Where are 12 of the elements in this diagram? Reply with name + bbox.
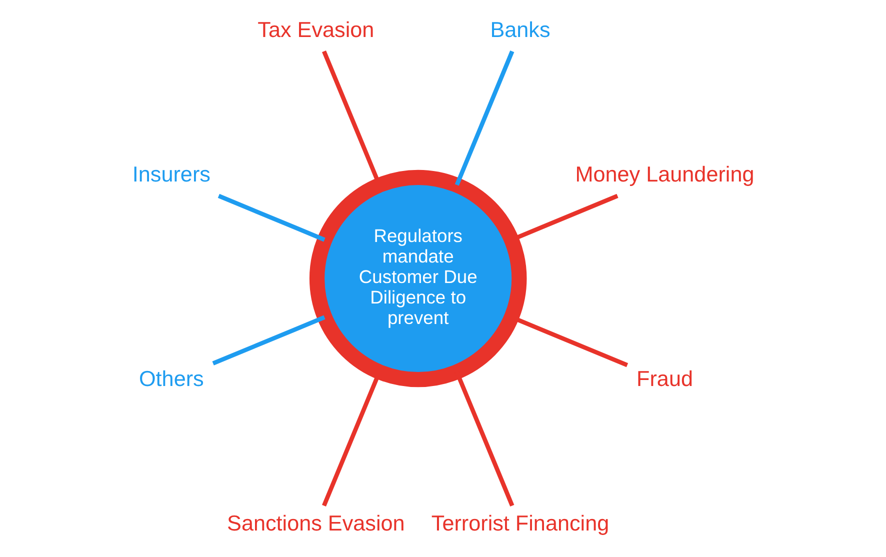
node-text: Tax Evasion bbox=[257, 17, 374, 42]
connector bbox=[217, 194, 325, 242]
connector bbox=[454, 50, 514, 186]
node-text: Others bbox=[138, 366, 204, 392]
node-text: Fraud bbox=[636, 366, 692, 392]
node-text: Sanctions Evasion bbox=[226, 510, 404, 536]
node-text: Money Laundering bbox=[574, 162, 754, 187]
node-circle: Regulators mandate Customer Due Diligence to prevent bbox=[308, 170, 526, 388]
node-text: Insurers bbox=[132, 162, 210, 187]
connector bbox=[212, 315, 325, 366]
node-text: Banks bbox=[490, 17, 550, 42]
node-text: Terrorist Financing bbox=[430, 510, 609, 536]
